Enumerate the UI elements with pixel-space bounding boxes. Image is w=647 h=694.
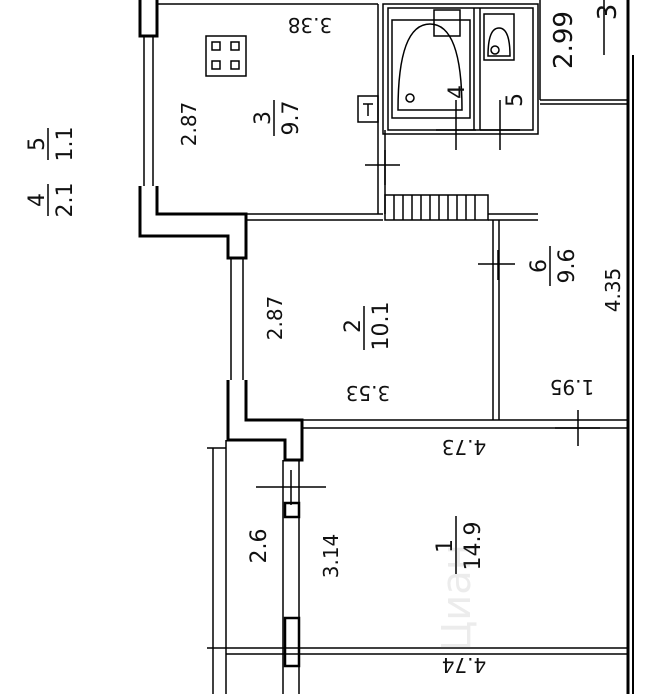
room-3-length: 3.38 (288, 13, 333, 37)
bottom-length-dim: 4.74 (442, 653, 487, 677)
dimension-ticks (256, 100, 600, 505)
legend-5-number: 5 (25, 137, 50, 151)
threshold-hatch (384, 194, 538, 221)
room-2-length: 3.53 (346, 381, 391, 405)
room-2-width: 2.87 (263, 296, 287, 341)
room-1-number: 1 (433, 539, 458, 553)
room-6-area: 9.6 (555, 249, 580, 284)
room-3-area: 9.7 (279, 101, 304, 136)
partial-dim-3: 3 (593, 4, 623, 21)
toilet-icon (483, 13, 515, 61)
room-6-number: 6 (527, 259, 552, 273)
legend-4-number: 4 (25, 193, 50, 207)
bathtub-icon (391, 9, 471, 119)
room-6-length: 4.35 (601, 268, 625, 313)
room-3-number: 3 (251, 111, 276, 125)
legend-4-area: 2.1 (53, 183, 78, 218)
room-2-area: 10.1 (369, 302, 394, 351)
bath-length-dim: 2.99 (549, 11, 579, 69)
room-4-number: 4 (445, 85, 470, 99)
room-5-number: 5 (503, 93, 528, 107)
partitions (157, 0, 628, 694)
corridor-width-dim: 1.95 (550, 375, 595, 399)
room-1-length: 4.73 (442, 435, 487, 459)
balcony-length-dim: 2.6 (247, 529, 272, 564)
room-2-number: 2 (341, 319, 366, 333)
room-1-width: 3.14 (319, 534, 343, 579)
stove-icon (205, 35, 247, 77)
room-3-width: 2.87 (177, 102, 201, 147)
room-1-area: 14.9 (461, 522, 486, 571)
watermark: Циан (434, 544, 480, 652)
sink-icon (357, 95, 379, 123)
legend-5-area: 1.1 (53, 127, 78, 162)
walls (138, 0, 634, 694)
